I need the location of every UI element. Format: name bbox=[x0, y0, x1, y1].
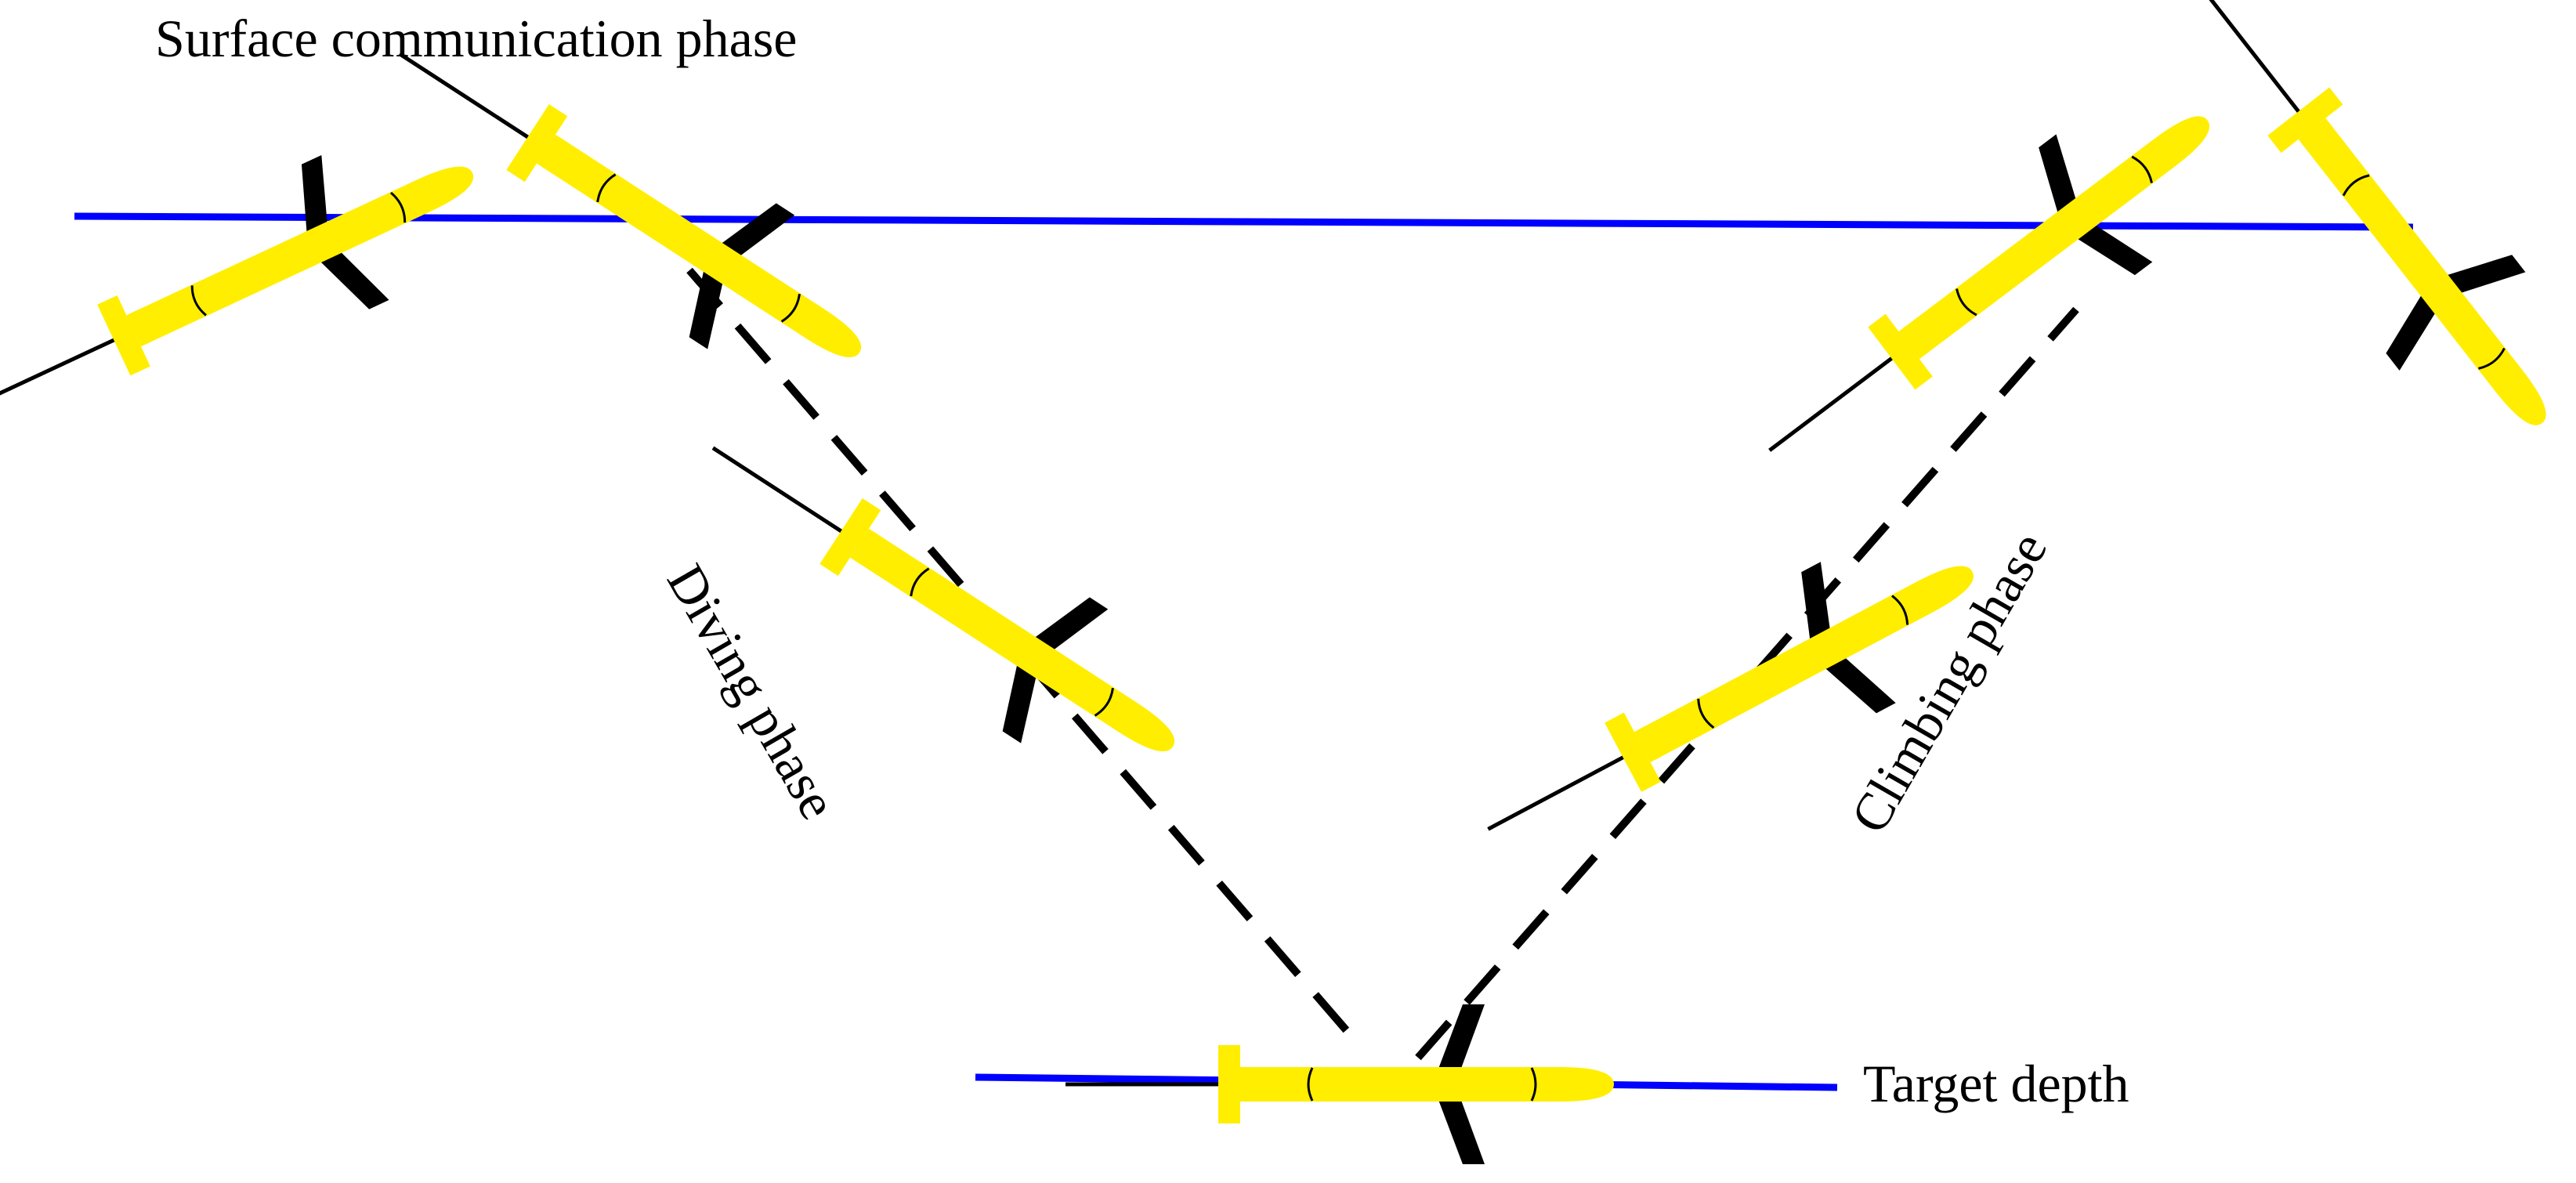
surface-line bbox=[74, 212, 2414, 231]
glider-climbing-end bbox=[1721, 56, 2256, 514]
target-depth-label: Target depth bbox=[1863, 1054, 2129, 1113]
diving-phase-label: Diving phase bbox=[656, 555, 848, 829]
glider-surface-left bbox=[0, 100, 506, 477]
dive-trajectory bbox=[686, 267, 1366, 1053]
glider-surface-right bbox=[2141, 0, 2576, 472]
surface-communication-label: Surface communication phase bbox=[155, 9, 798, 68]
climb-trajectory bbox=[1415, 306, 2079, 1061]
